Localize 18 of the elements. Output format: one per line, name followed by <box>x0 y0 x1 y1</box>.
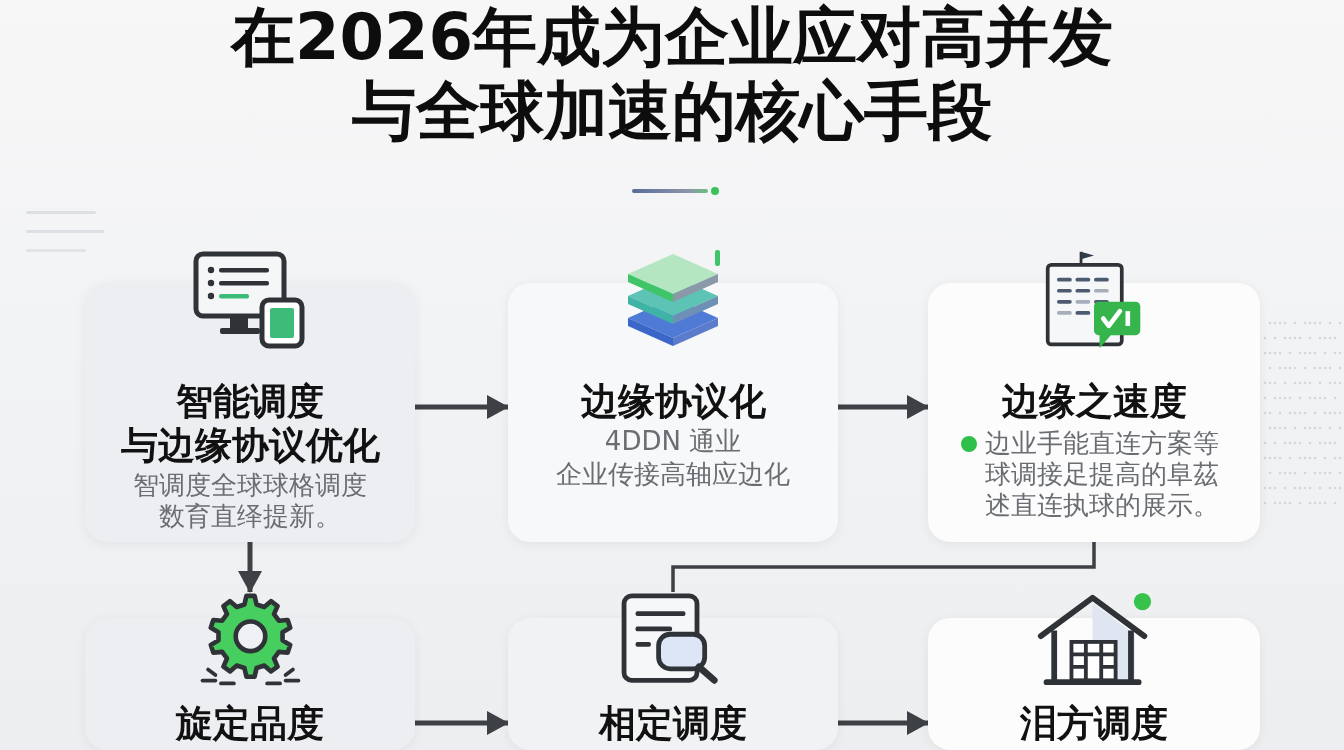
arrow <box>838 395 929 419</box>
step-description: 企业传接高轴应边化 <box>555 459 791 490</box>
connector-line <box>671 542 1096 592</box>
step-description: 边业手能直连方案等球调接足提高的阜茲述直连执球的展示。 <box>985 428 1221 521</box>
step-title: 边缘协议化 <box>580 380 766 424</box>
step-title: 边缘之速度 <box>1001 380 1187 424</box>
step-title: 相定调度 <box>599 702 747 746</box>
arrow <box>838 711 929 735</box>
arrow <box>415 395 509 419</box>
step-description: 4DDN 通业 <box>603 426 743 457</box>
step-title: 与边缘协议优化 <box>120 424 380 468</box>
page-title: 在2026年成为企业应对高并发与全球加速的核心手段 <box>229 0 1115 148</box>
arrow <box>415 711 509 735</box>
step-description: 智调度全球球格调度数育直绎提新。 <box>132 470 368 532</box>
step-title: 泪方调度 <box>1020 702 1168 746</box>
step-title: 智能调度 <box>176 380 324 424</box>
arrow <box>238 542 262 593</box>
step-title: 旋定品度 <box>176 702 324 746</box>
